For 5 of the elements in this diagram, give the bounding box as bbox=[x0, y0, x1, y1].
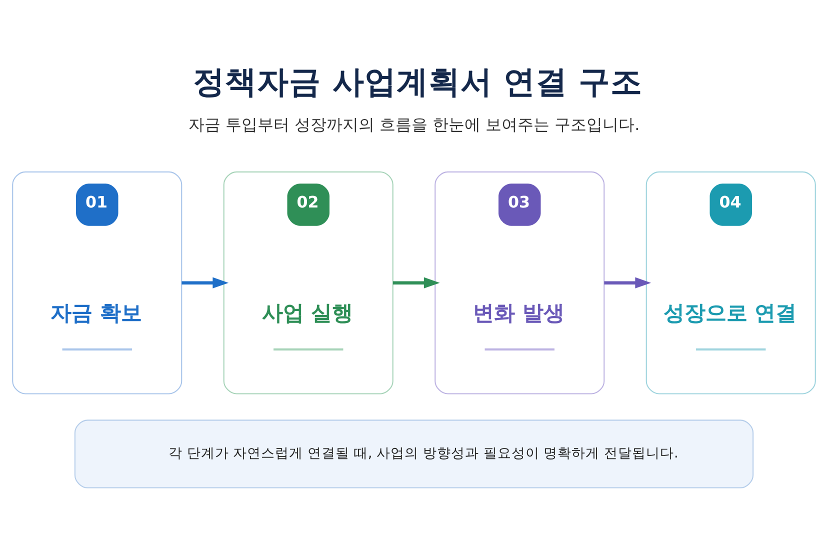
arrow bbox=[392, 277, 440, 288]
label: 자금 투입부터 성장까지의 흐름을 한눈에 보여주는 구조입니다. bbox=[188, 115, 640, 134]
arrow bbox=[604, 277, 652, 288]
arrow bbox=[182, 277, 229, 288]
diagram-title: 정책자금 사업계획서 연결 구조 bbox=[193, 64, 642, 101]
